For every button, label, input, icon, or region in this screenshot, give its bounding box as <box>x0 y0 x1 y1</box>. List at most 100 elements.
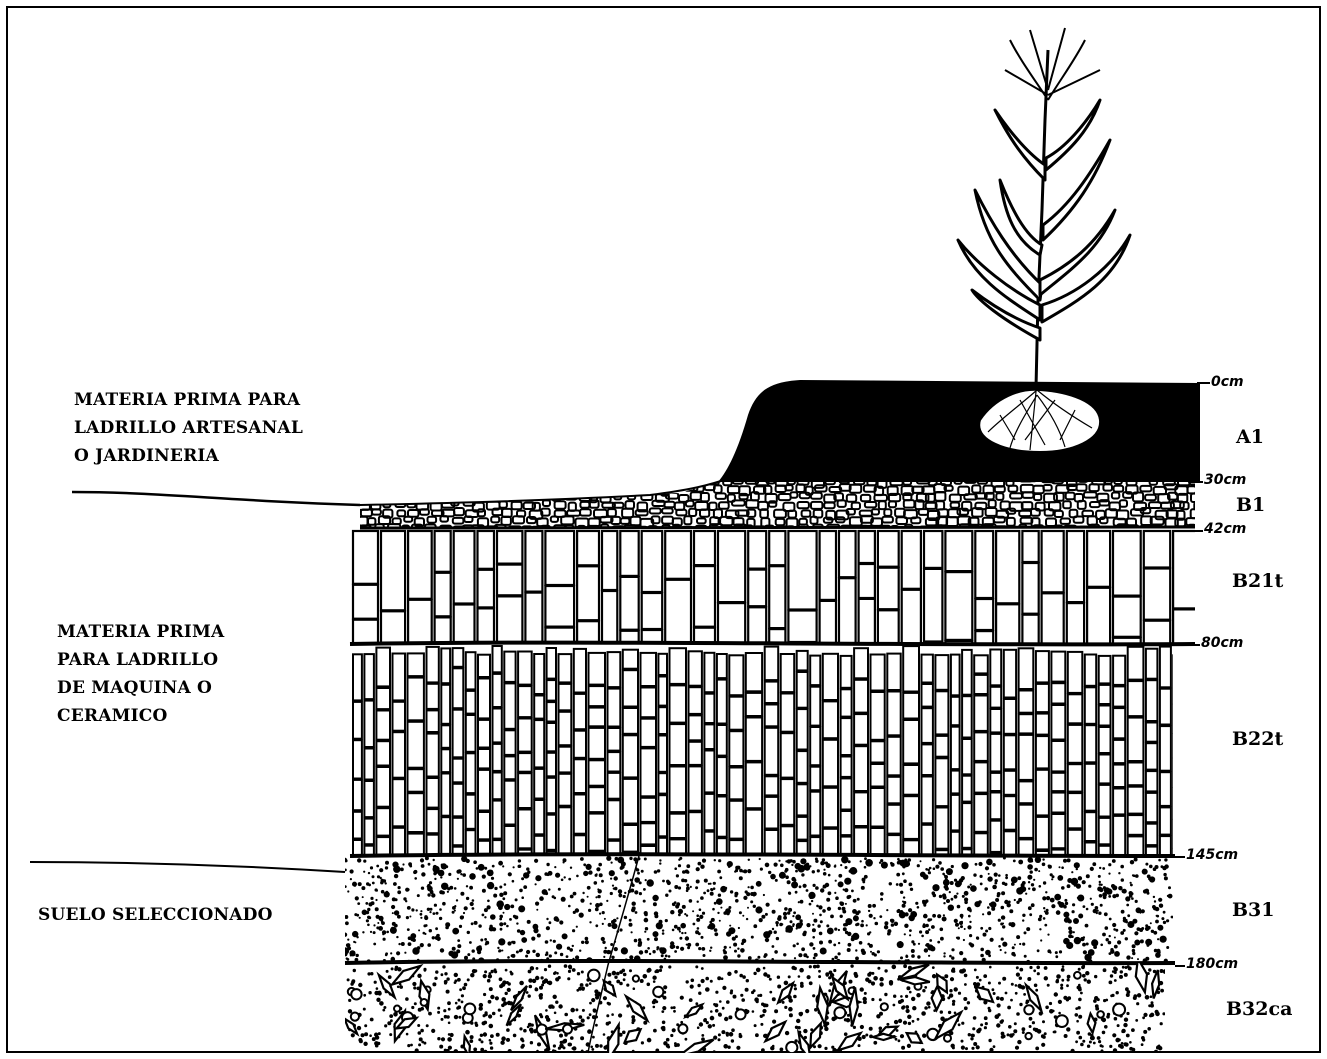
sand-dot <box>844 1019 846 1021</box>
block <box>1051 741 1065 771</box>
block <box>641 798 657 822</box>
sand-dot <box>457 939 460 942</box>
sand-dot <box>798 901 800 903</box>
sand-dot <box>930 946 935 951</box>
sand-dot <box>1046 896 1050 900</box>
sand-dot <box>970 885 977 892</box>
block <box>922 655 933 683</box>
sand-dot <box>632 902 636 906</box>
block <box>704 694 714 723</box>
sand-dot <box>1108 941 1112 945</box>
sand-dot <box>719 1014 722 1017</box>
block <box>641 688 657 718</box>
sand-dot <box>929 939 932 942</box>
prism <box>996 531 1019 603</box>
sand-dot <box>485 971 487 973</box>
sand-dot <box>612 971 616 975</box>
sand-dot <box>656 1049 659 1052</box>
sand-dot <box>962 1022 964 1024</box>
sand-dot <box>980 954 984 958</box>
sand-dot <box>438 870 445 877</box>
granule <box>1007 518 1015 526</box>
sand-dot <box>435 927 438 930</box>
sand-dot <box>436 971 438 973</box>
sand-dot <box>393 882 397 886</box>
sand-dot <box>1121 878 1124 881</box>
sand-dot <box>834 969 836 971</box>
block <box>427 710 439 732</box>
sand-dot <box>499 915 503 919</box>
sand-dot <box>1047 984 1049 986</box>
sand-dot <box>755 906 762 913</box>
sand-dot <box>855 949 857 951</box>
sand-dot <box>787 880 791 884</box>
sand-dot <box>1083 905 1086 908</box>
sand-dot <box>536 953 540 957</box>
block <box>765 797 779 829</box>
sand-dot <box>765 938 769 942</box>
sand-dot <box>448 1008 450 1010</box>
sand-dot <box>378 926 383 931</box>
granule <box>919 509 928 515</box>
sand-dot <box>537 1050 539 1052</box>
sand-dot <box>720 886 727 893</box>
sand-dot <box>1086 972 1089 975</box>
sand-dot <box>343 933 347 937</box>
sand-dot <box>858 1045 860 1047</box>
sand-dot <box>1077 1031 1080 1034</box>
block <box>534 800 544 834</box>
sand-dot <box>695 886 698 889</box>
gravel <box>686 1005 703 1017</box>
sand-dot <box>1159 904 1163 908</box>
sand-dot <box>880 983 883 986</box>
sand-dot <box>673 1007 675 1009</box>
sand-dot <box>710 892 714 896</box>
sand-dot <box>617 857 624 864</box>
sand-dot <box>485 941 489 945</box>
sand-dot <box>797 1019 800 1022</box>
gravel <box>464 1036 470 1056</box>
sand-dot <box>1100 944 1103 947</box>
sand-dot <box>627 880 629 882</box>
sand-dot <box>630 889 634 893</box>
sand-dot <box>992 885 997 890</box>
label-line: MATERIA PRIMA <box>57 618 224 646</box>
granule <box>1084 492 1097 497</box>
sand-dot <box>1082 880 1086 884</box>
block <box>478 720 490 748</box>
sand-dot <box>429 929 432 932</box>
sand-dot <box>695 930 699 934</box>
sand-dot <box>492 865 495 868</box>
sand-dot <box>1013 860 1016 863</box>
granule <box>453 477 466 484</box>
sand-dot <box>729 1016 732 1019</box>
sand-dot <box>445 973 447 975</box>
sand-dot <box>853 915 859 921</box>
sand-dot <box>476 867 479 870</box>
sand-dot <box>1072 903 1075 906</box>
sand-dot <box>418 974 421 977</box>
block <box>547 702 556 721</box>
sand-dot <box>595 908 599 912</box>
granule <box>860 511 873 516</box>
sand-dot <box>960 925 963 928</box>
sand-dot <box>838 907 841 910</box>
sand-dot <box>361 886 365 890</box>
granule <box>527 517 536 523</box>
granule <box>504 477 514 484</box>
block <box>781 694 795 732</box>
sand-dot <box>448 951 454 957</box>
sand-dot <box>793 944 796 947</box>
sand-dot <box>489 1015 492 1018</box>
sand-dot <box>912 997 915 1000</box>
sand-dot <box>391 1020 393 1022</box>
sand-dot <box>785 1006 787 1008</box>
sand-dot <box>583 863 586 866</box>
sand-dot <box>1048 865 1052 869</box>
prism <box>820 601 836 645</box>
sand-dot <box>535 875 541 881</box>
sand-dot <box>560 953 563 956</box>
sand-dot <box>450 1033 453 1036</box>
sand-dot <box>697 927 700 930</box>
sand-dot <box>724 946 727 949</box>
